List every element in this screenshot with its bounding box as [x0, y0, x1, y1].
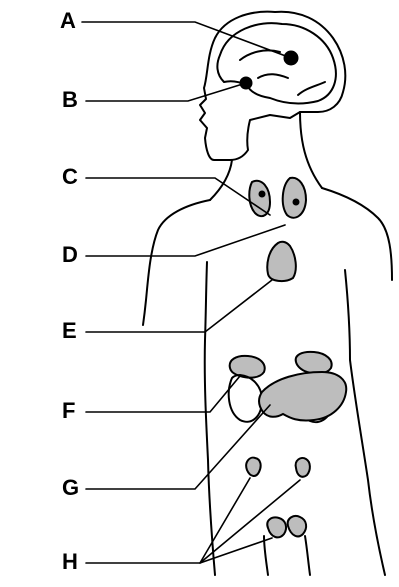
label-g: G	[62, 477, 79, 499]
neck-outline	[210, 160, 232, 200]
leader-line-f	[86, 376, 240, 412]
thyroid-right-lobe	[283, 178, 306, 218]
leader-line-h	[86, 478, 250, 563]
label-f: F	[62, 400, 75, 422]
leader-line-g	[86, 405, 270, 489]
thyroid-left-lobe	[249, 181, 270, 216]
leader-line-a	[82, 22, 291, 58]
brain-outline	[217, 23, 336, 103]
ovary-left	[246, 458, 260, 476]
leader-line-b	[86, 83, 246, 101]
label-c: C	[62, 166, 78, 188]
label-h: H	[62, 551, 78, 573]
torso-outline	[143, 200, 210, 325]
head-outline	[200, 12, 345, 160]
label-d: D	[62, 244, 78, 266]
testis-left	[267, 517, 286, 537]
testis-right	[288, 516, 306, 536]
ovary-right	[296, 458, 310, 477]
leader-line-d	[86, 225, 285, 256]
pancreas-gland	[259, 372, 346, 421]
label-a: A	[60, 10, 76, 32]
leader-line-e	[86, 280, 272, 332]
label-b: B	[62, 89, 78, 111]
kidney-left	[229, 375, 262, 422]
adrenal-right	[296, 352, 332, 374]
label-e: E	[62, 320, 77, 342]
adrenal-left	[230, 356, 265, 378]
thymus-gland	[267, 242, 296, 281]
leader-line-c	[86, 178, 270, 215]
